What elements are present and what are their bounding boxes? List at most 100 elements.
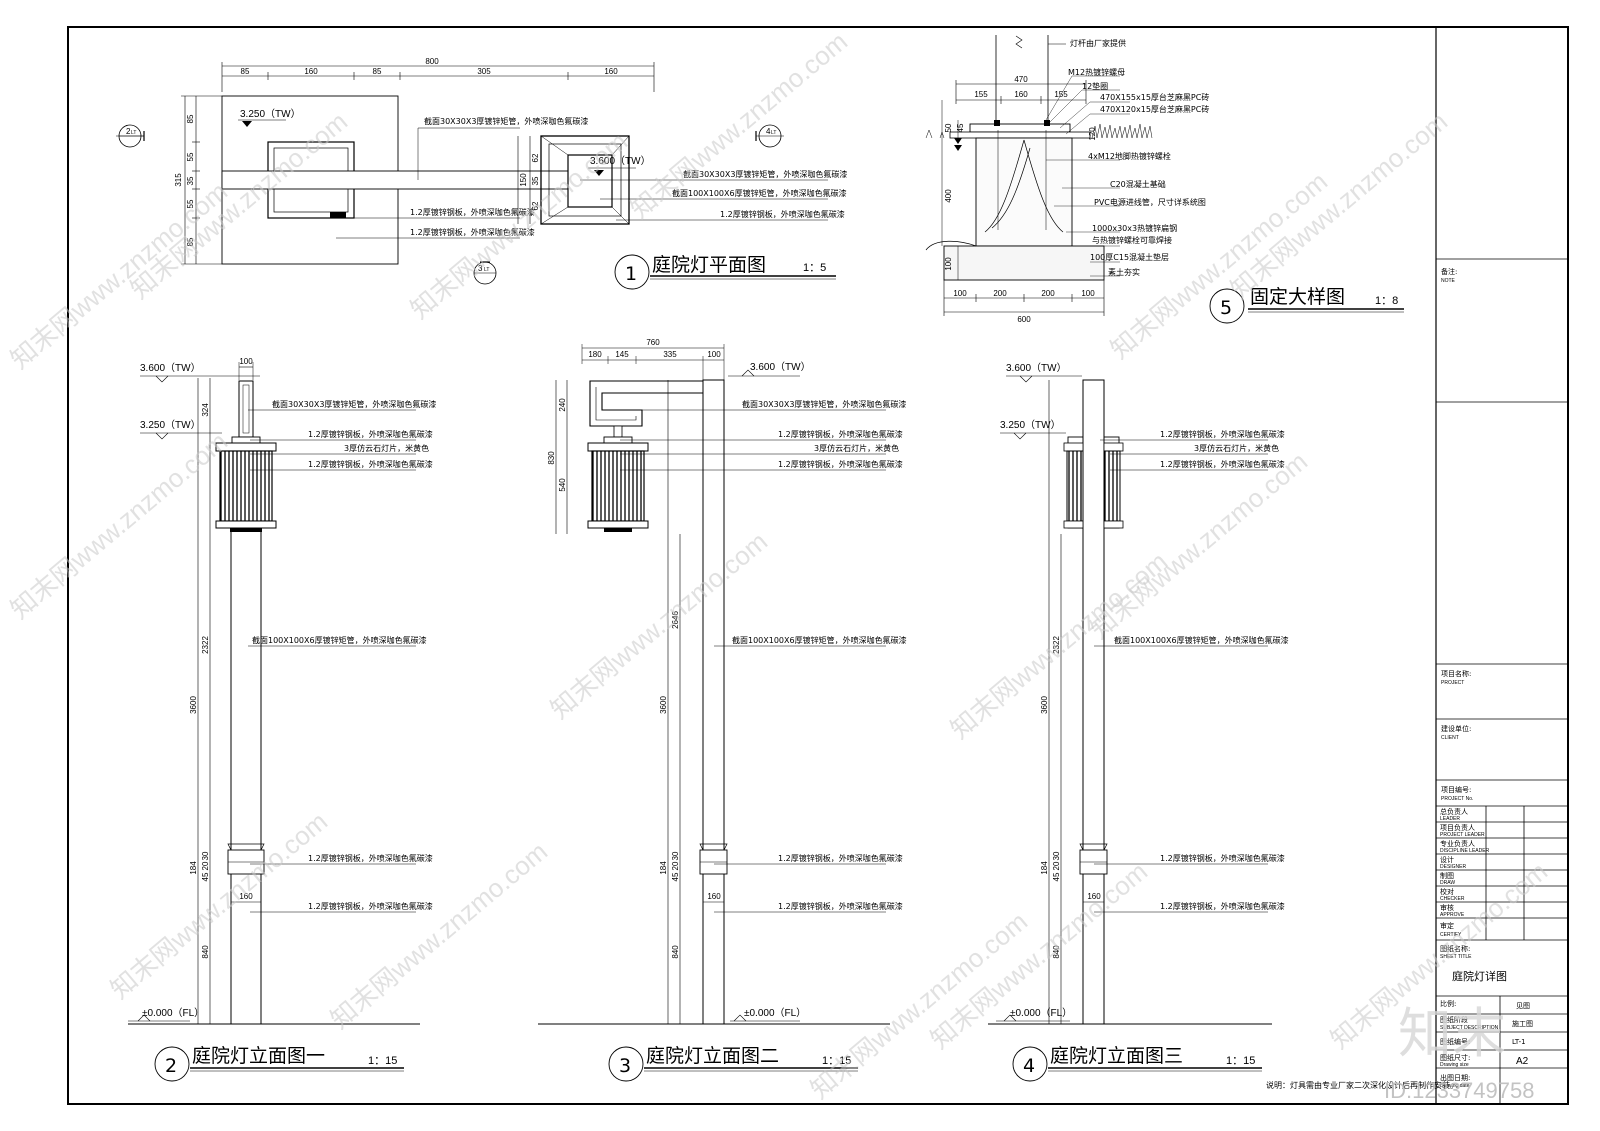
- elev-dim: 45: [1052, 872, 1061, 881]
- elev-dim: 840: [671, 945, 680, 959]
- elev-note: 1.2厚镀锌钢板，外喷深咖色氟碳漆: [1160, 429, 1285, 439]
- svg-text:PROJECT: PROJECT: [1441, 680, 1464, 686]
- elev-note: 截面30X30X3厚镀锌矩管，外喷深咖色氟碳漆: [742, 399, 906, 409]
- svg-text:知末网www.znzmo.com: 知末网www.znzmo.com: [5, 426, 233, 624]
- detail-dim: 50: [944, 123, 953, 132]
- elev-title-number: 4: [1023, 1055, 1035, 1077]
- plan-dim: 305: [477, 67, 491, 76]
- detail-dim: 155: [974, 90, 988, 99]
- elev-note: 1.2厚镀锌钢板，外喷深咖色氟碳漆: [778, 853, 903, 863]
- plan-dim: 150: [519, 173, 528, 187]
- svg-text:比例:: 比例:: [1440, 999, 1456, 1008]
- title-block-text: 备注: NOTE 项目名称: PROJECT 建设单位: CLIENT 项目编号…: [1440, 267, 1533, 1089]
- detail-note: 1000x30x3热镀锌扁钢: [1092, 223, 1177, 233]
- elev-dim: 100: [239, 357, 253, 366]
- svg-text:图纸阶段: 图纸阶段: [1440, 1015, 1468, 1024]
- svg-text:项目编号:: 项目编号:: [1441, 785, 1471, 794]
- elev-level: ±0.000（FL）: [744, 1007, 806, 1019]
- svg-text:2: 2: [126, 127, 131, 136]
- elev-dim: 45: [671, 872, 680, 881]
- elev-note: 1.2厚镀锌钢板，外喷深咖色氟碳漆: [308, 853, 433, 863]
- svg-text:见图: 见图: [1516, 1002, 1530, 1010]
- svg-text:知末网www.znzmo.com: 知末网www.znzmo.com: [1105, 166, 1333, 364]
- svg-text:Drawing date: Drawing date: [1440, 1083, 1470, 1089]
- detail-note: 4xM12地脚热镀锌螺栓: [1088, 151, 1171, 161]
- footer-note: 说明：灯具需由专业厂家二次深化设计后再制作安装。: [1266, 1080, 1458, 1090]
- elev-note: 1.2厚镀锌钢板，外喷深咖色氟碳漆: [1160, 459, 1285, 469]
- svg-text:校对: 校对: [1440, 887, 1454, 896]
- detail-title: 固定大样图: [1250, 286, 1345, 308]
- svg-text:审定: 审定: [1440, 921, 1454, 930]
- fixing-detail: 灯杆由厂家提供 470 155 160 155: [925, 35, 1404, 324]
- svg-text:出图日期:: 出图日期:: [1440, 1073, 1470, 1082]
- elevation-1: 100 324 2322 3600 30 20 45 184 840 160 3…: [128, 357, 436, 1082]
- elev-title-number: 2: [165, 1055, 177, 1077]
- svg-text:NOTE: NOTE: [1441, 278, 1456, 284]
- svg-text:图纸编号:: 图纸编号:: [1440, 1037, 1470, 1046]
- plan-dim: 55: [186, 152, 195, 161]
- plan-dim: 85: [373, 67, 382, 76]
- elev-dim: 335: [663, 350, 677, 359]
- detail-note: 灯杆由厂家提供: [1070, 38, 1126, 48]
- plan-dim-left-total: 315: [174, 173, 183, 187]
- elev-width-dim: 160: [1087, 892, 1101, 901]
- svg-text:审核: 审核: [1440, 903, 1454, 912]
- detail-dim-total: 600: [1017, 315, 1031, 324]
- svg-text:图纸名称:: 图纸名称:: [1440, 944, 1470, 953]
- svg-text:LT: LT: [484, 267, 489, 273]
- elev-note: 1.2厚镀锌钢板，外喷深咖色氟碳漆: [778, 429, 903, 439]
- plan-note: 截面30X30X3厚镀锌矩管，外喷深咖色氟碳漆: [424, 116, 588, 126]
- elevation-3: 2322 3600 30 20 45 184 840 160 3.600（TW）…: [988, 362, 1289, 1082]
- svg-text:知末网www.znzmo.com: 知末网www.znzmo.com: [325, 836, 553, 1034]
- svg-text:SHEET TITLE: SHEET TITLE: [1440, 954, 1472, 960]
- plan-title-number: 1: [625, 263, 637, 285]
- svg-text:知末网www.znzmo.com: 知末网www.znzmo.com: [5, 176, 233, 374]
- elev-dim: 840: [201, 945, 210, 959]
- elev-note: 1.2厚镀锌钢板，外喷深咖色氟碳漆: [308, 459, 433, 469]
- detail-dim: 160: [1014, 90, 1028, 99]
- svg-text:4: 4: [766, 127, 771, 136]
- plan-note: 1.2厚镀锌钢板，外喷深咖色氟碳漆: [410, 227, 535, 237]
- elev-dim: 324: [201, 403, 210, 417]
- elev-dim: 20: [1052, 861, 1061, 870]
- svg-text:CLIENT: CLIENT: [1441, 735, 1459, 741]
- elev-dim: 760: [646, 338, 660, 347]
- detail-note: M12热镀锌螺母: [1068, 67, 1125, 77]
- svg-text:制图: 制图: [1440, 871, 1454, 880]
- plan-level-right: 3.600（TW）: [590, 155, 651, 167]
- plan-dim: 62: [531, 201, 540, 210]
- elev-dim: 2322: [1052, 636, 1061, 654]
- elev-note: 截面100X100X6厚镀锌矩管，外喷深咖色氟碳漆: [732, 635, 907, 645]
- svg-text:CHECKER: CHECKER: [1440, 896, 1465, 902]
- plan-level-left: 3.250（TW）: [240, 108, 301, 120]
- detail-dim: 200: [1041, 289, 1055, 298]
- elev-note: 截面30X30X3厚镀锌矩管，外喷深咖色氟碳漆: [272, 399, 436, 409]
- elev-note: 1.2厚镀锌钢板，外喷深咖色氟碳漆: [1160, 853, 1285, 863]
- svg-text:专业负责人: 专业负责人: [1440, 839, 1475, 848]
- elev-note: 1.2厚镀锌钢板，外喷深咖色氟碳漆: [308, 429, 433, 439]
- detail-dim: 120: [1088, 127, 1097, 141]
- plan-dim: 160: [604, 67, 618, 76]
- detail-dim: 400: [944, 189, 953, 203]
- svg-text:知末网www.znzmo.com: 知末网www.znzmo.com: [125, 106, 353, 304]
- detail-dim: 45: [956, 123, 965, 132]
- elev-dim: 184: [659, 861, 668, 875]
- elev-scale: 1：15: [1226, 1055, 1255, 1067]
- detail-note: 470X155x15厚台芝麻黑PC砖: [1100, 92, 1209, 102]
- elev-dim: 830: [547, 451, 556, 465]
- svg-text:PROJECT No.: PROJECT No.: [1441, 796, 1473, 802]
- elev-dim: 45: [201, 872, 210, 881]
- elev-dim: 145: [615, 350, 629, 359]
- sheet-title: 庭院灯详图: [1452, 969, 1507, 983]
- elev-dim: 20: [201, 861, 210, 870]
- elev-title: 庭院灯立面图一: [192, 1045, 325, 1067]
- elev-dim: 2646: [671, 611, 680, 629]
- elev-note: 1.2厚镀锌钢板，外喷深咖色氟碳漆: [778, 459, 903, 469]
- plan-note: 1.2厚镀锌钢板，外喷深咖色氟碳漆: [720, 209, 845, 219]
- svg-text:LT: LT: [131, 130, 136, 136]
- title-block: [1436, 258, 1568, 1104]
- elev-level: ±0.000（FL）: [1010, 1007, 1072, 1019]
- sheet-border: [67, 26, 1569, 1105]
- elev-title: 庭院灯立面图三: [1050, 1045, 1183, 1067]
- elev-dim: 30: [671, 851, 680, 860]
